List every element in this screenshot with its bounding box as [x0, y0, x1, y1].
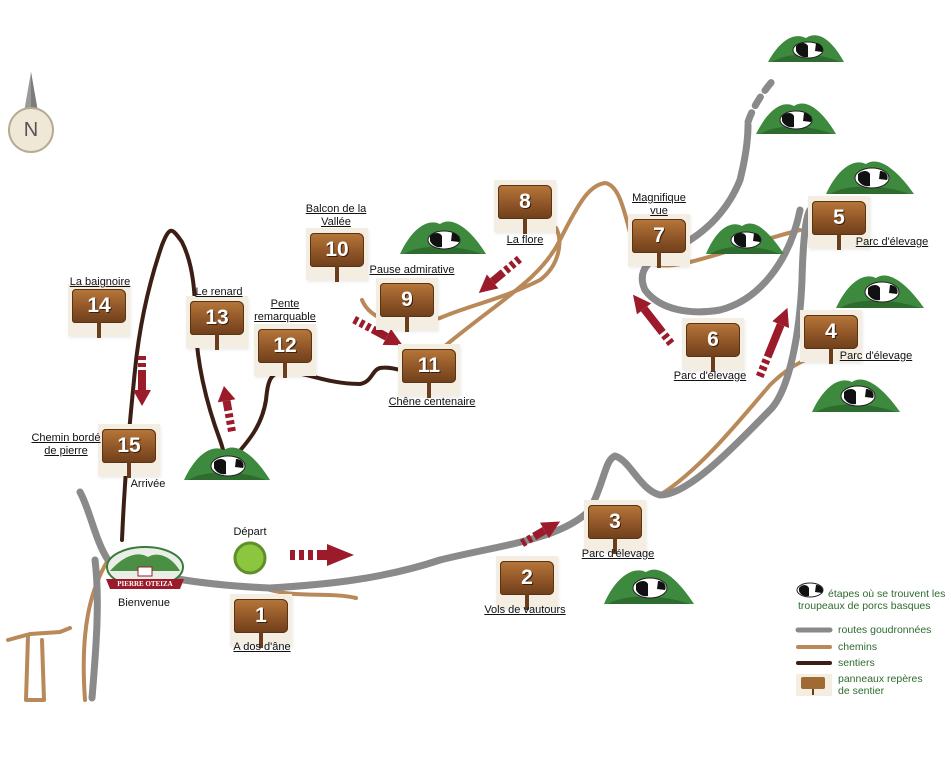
- stage-number: 1: [255, 604, 267, 627]
- stage-number: 10: [325, 238, 349, 261]
- legend-panneaux-text: panneaux repères de sentier: [838, 673, 923, 697]
- chemin-path: [6, 626, 72, 702]
- stage-number: 9: [401, 288, 413, 311]
- sentier-path: [228, 365, 412, 464]
- roads-group: [76, 74, 814, 702]
- road-path: [638, 121, 804, 316]
- direction-arrow: [133, 356, 151, 406]
- stage-number: 13: [205, 306, 229, 329]
- stage-number: 3: [609, 510, 621, 533]
- stage-label-8: La flore: [506, 234, 544, 246]
- stage-number: 2: [521, 566, 533, 589]
- chemin-path: [268, 588, 358, 600]
- direction-arrow: [217, 386, 236, 432]
- stage-label-7: Magnifique vue: [632, 192, 686, 217]
- pig-hill-icon: [826, 161, 914, 194]
- stage-label-1: A dos d'âne: [233, 641, 291, 653]
- sentiers-group: [120, 228, 412, 542]
- stage-label-4: Parc d'élevage: [839, 350, 913, 362]
- legend-roads-text: routes goudronnées: [838, 624, 932, 636]
- chemin-path: [438, 181, 802, 352]
- stage-number: 8: [519, 190, 531, 213]
- pig-hill-icon: [836, 275, 924, 308]
- stage-sign-1: 1: [230, 594, 292, 652]
- stage-number: 15: [117, 434, 141, 457]
- stage-label-11: Chêne centenaire: [388, 396, 476, 408]
- stage-sign-12: 12: [254, 324, 316, 382]
- stage-label-12: Pente remarquable: [254, 298, 316, 323]
- direction-arrow: [352, 316, 403, 346]
- stage-label-5: Parc d'élevage: [855, 236, 929, 248]
- stage-number: 6: [707, 328, 719, 351]
- stage-label-3: Parc d'élevage: [581, 548, 655, 560]
- stage-sign-5: 5: [808, 196, 870, 254]
- legend-symbols: [795, 582, 833, 696]
- pierre-oteiza-logo: PIERRE OTEIZA: [104, 545, 186, 595]
- legend-pig-icon: [796, 582, 824, 598]
- stage-sign-11: 11: [398, 344, 460, 402]
- stage-number: 7: [653, 224, 665, 247]
- pig-hill-icon: [756, 103, 836, 134]
- stage-number: 12: [273, 334, 297, 357]
- direction-arrow: [478, 255, 522, 294]
- pig-hill-icon: [604, 569, 694, 604]
- legend-chemins-text: chemins: [838, 641, 878, 653]
- depart-marker: [233, 541, 267, 575]
- stage-sign-15: 15: [98, 424, 160, 482]
- stage-sign-3: 3: [584, 500, 646, 558]
- pig-hill-icon: [184, 447, 270, 480]
- logo-text: PIERRE OTEIZA: [117, 580, 173, 588]
- compass-letter: N: [23, 119, 39, 141]
- legend-pigs-text: étapes où se trouvent les troupeaux de p…: [798, 588, 946, 612]
- direction-arrow: [520, 521, 561, 547]
- legend-sentiers-text: sentiers: [838, 657, 875, 669]
- road-path: [744, 74, 779, 126]
- stage-sign-8: 8: [494, 180, 556, 238]
- arrivee-label: Arrivée: [130, 478, 166, 490]
- stage-sign-10: 10: [306, 228, 368, 286]
- stage-sign-14: 14: [68, 284, 130, 342]
- stage-sign-2: 2: [496, 556, 558, 614]
- bienvenue-label: Bienvenue: [118, 597, 170, 609]
- stage-sign-9: 9: [376, 278, 438, 336]
- stage-label-14: La baignoire: [69, 276, 131, 288]
- stage-number: 11: [417, 354, 441, 377]
- pig-hill-icon: [706, 223, 784, 254]
- compass-icon: [8, 72, 54, 153]
- pig-hill-icon: [400, 221, 486, 254]
- road-path: [88, 556, 101, 702]
- direction-arrow: [756, 307, 790, 378]
- direction-arrow: [290, 544, 354, 566]
- stage-sign-7: 7: [628, 214, 690, 272]
- stage-number: 5: [833, 206, 845, 229]
- stage-sign-6: 6: [682, 318, 744, 376]
- stage-label-2: Vols de vautours: [484, 604, 566, 616]
- chemin-path: [81, 558, 110, 702]
- stage-label-6: Parc d'élevage: [673, 370, 747, 382]
- stage-label-9: Pause admirative: [369, 264, 455, 276]
- road-path: [76, 206, 814, 592]
- sentier-path: [120, 228, 232, 542]
- depart-label: Départ: [233, 526, 267, 538]
- pig-hill-icon: [812, 379, 900, 412]
- direction-arrows: [133, 255, 790, 566]
- stage-number: 4: [825, 320, 837, 343]
- stage-sign-4: 4: [800, 310, 862, 368]
- stage-number: 14: [87, 294, 111, 317]
- direction-arrow: [632, 294, 675, 346]
- legend-sign-icon: [796, 674, 832, 696]
- pig-hills: [184, 35, 924, 604]
- stage-sign-13: 13: [186, 296, 248, 354]
- stage-label-13: Le renard: [195, 286, 243, 298]
- stage-label-10: Balcon de la Vallée: [305, 203, 367, 228]
- pig-hill-icon: [768, 35, 844, 62]
- stage-label-15: Chemin bordé de pierre: [31, 432, 101, 457]
